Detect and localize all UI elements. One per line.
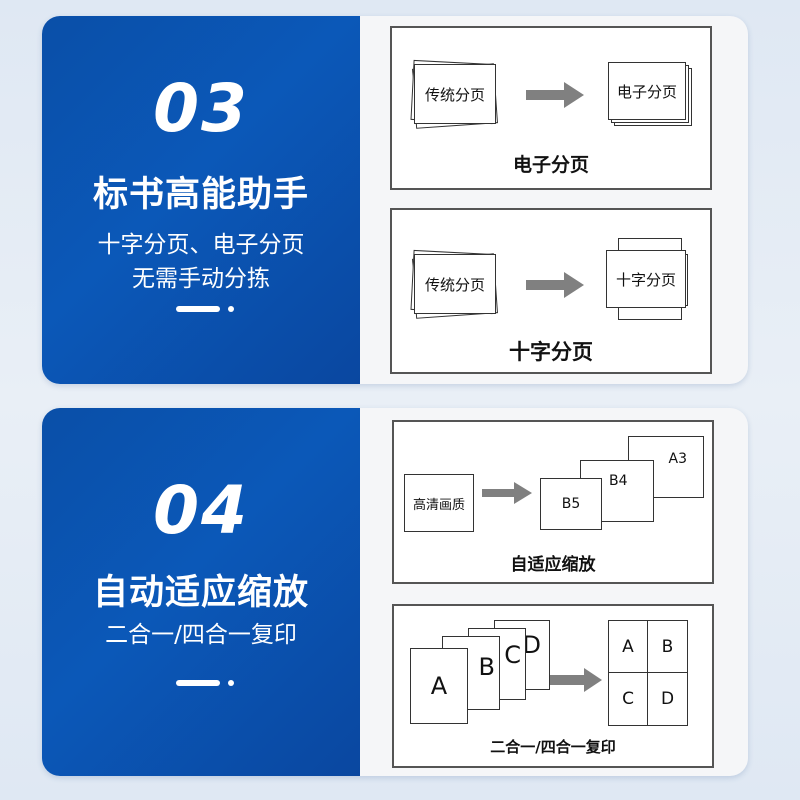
page-letter: D	[522, 631, 541, 659]
page-size-b5: B5	[540, 478, 602, 530]
feature-card-04: 04 自动适应缩放 二合一/四合一复印 高清画质 A3 B4 B5 自适应缩放 …	[42, 408, 748, 776]
electronic-pagination-panel: 传统分页 电子分页 电子分页	[390, 26, 712, 190]
grid-cell: C	[609, 673, 648, 725]
subtitle-line: 十字分页、电子分页	[97, 232, 305, 258]
size-label: B4	[609, 473, 628, 489]
panel-caption: 二合一/四合一复印	[490, 738, 616, 756]
cross-pages-box: 十字分页	[606, 250, 686, 308]
feature-number: 04	[153, 472, 249, 549]
feature-number: 03	[153, 70, 249, 147]
source-page-a: A	[410, 648, 468, 724]
page-letter: B	[478, 653, 495, 681]
feature-subtitle: 二合一/四合一复印	[42, 618, 360, 652]
feature-card-03: 03 标书高能助手 十字分页、电子分页 无需手动分拣 传统分页 电子分页 电子分…	[42, 16, 748, 384]
hd-quality-box: 高清画质	[404, 474, 474, 532]
feature-subtitle: 十字分页、电子分页 无需手动分拣	[42, 228, 360, 296]
arrow-right-icon	[526, 272, 584, 298]
feature-info-04: 04 自动适应缩放 二合一/四合一复印	[42, 408, 360, 776]
grid-cell: D	[660, 689, 675, 709]
traditional-pages-box: 传统分页	[414, 254, 496, 314]
subtitle-line: 二合一/四合一复印	[105, 622, 297, 648]
arrow-right-icon	[550, 668, 602, 692]
arrow-right-icon	[526, 82, 584, 108]
panel-caption: 十字分页	[509, 340, 593, 364]
panel-caption: 自适应缩放	[510, 555, 596, 575]
feature-title: 标书高能助手	[92, 175, 309, 215]
feature-title: 自动适应缩放	[92, 573, 309, 613]
panel-caption: 电子分页	[512, 154, 589, 176]
n-in-one-copy-panel: D C B A A B C D 二合一/四合一复印	[392, 604, 714, 768]
grid-cell: A	[609, 621, 648, 673]
size-label: A3	[668, 451, 687, 467]
feature-info-03: 03 标书高能助手 十字分页、电子分页 无需手动分拣	[42, 16, 360, 384]
traditional-pages-box: 传统分页	[414, 64, 496, 124]
size-label: B5	[561, 496, 581, 512]
four-in-one-grid: A B C D	[608, 620, 688, 726]
subtitle-line: 无需手动分拣	[132, 266, 270, 292]
cross-pagination-panel: 传统分页 十字分页 十字分页	[390, 208, 712, 374]
arrow-right-icon	[482, 482, 532, 504]
auto-scaling-panel: 高清画质 A3 B4 B5 自适应缩放	[392, 420, 714, 584]
page-letter: A	[430, 672, 448, 700]
page-letter: C	[504, 641, 521, 669]
grid-cell: B	[648, 621, 687, 673]
electronic-pages-box: 电子分页	[608, 62, 686, 120]
